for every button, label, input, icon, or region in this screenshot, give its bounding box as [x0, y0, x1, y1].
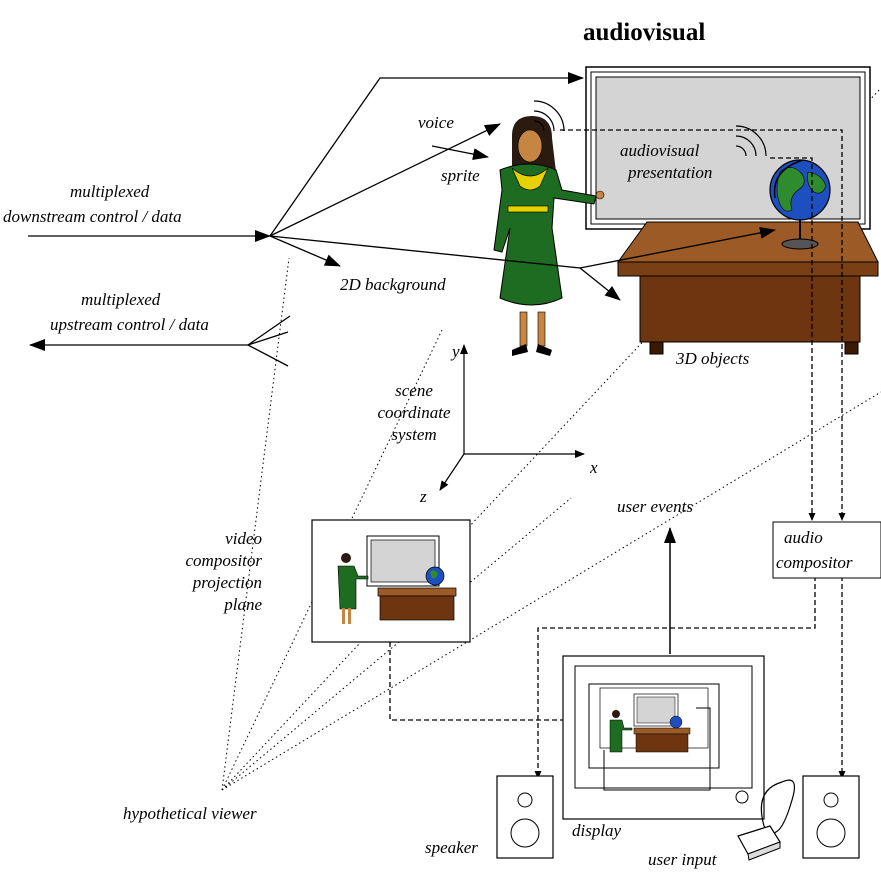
upstream-arrows [29, 315, 291, 367]
label-audio-compositor: compositor [776, 553, 853, 572]
speaker-left [496, 775, 554, 859]
label-upstream: upstream control / data [50, 315, 209, 334]
label-coordinate: coordinate [377, 403, 450, 422]
label-multiplexed-down: multiplexed [70, 182, 150, 201]
label-display: display [572, 821, 622, 840]
audio-dashed-lines [389, 129, 846, 779]
label-axis-x: x [589, 458, 598, 477]
label-axis-z: z [419, 487, 427, 506]
display-power-button[interactable] [735, 790, 749, 804]
scene-coordinate-axes [439, 344, 585, 491]
label-compositor: compositor [186, 551, 263, 570]
presenter-sprite [493, 116, 605, 356]
label-multiplexed-up: multiplexed [81, 290, 161, 309]
label-user-input: user input [648, 850, 718, 869]
label-audio: audio [784, 528, 823, 547]
desk-3d-object [617, 221, 879, 355]
label-video: video [225, 529, 262, 548]
label-downstream: downstream control / data [3, 207, 182, 226]
label-system: system [391, 425, 436, 444]
speaker-right [802, 775, 860, 859]
video-compositor-plane [311, 519, 471, 643]
label-presentation: presentation [627, 163, 712, 182]
downstream-arrows [28, 72, 776, 301]
label-plane: plane [223, 595, 262, 614]
label-voice: voice [418, 113, 454, 132]
voice-sound-waves [533, 100, 565, 132]
label-audiovisual: audiovisual [620, 141, 700, 160]
label-3d-objects: 3D objects [675, 349, 750, 368]
user-input-device[interactable] [737, 779, 795, 861]
label-sprite: sprite [441, 166, 480, 185]
label-projection: projection [192, 573, 262, 592]
audio-compositor-box [772, 521, 881, 579]
label-axis-y: y [450, 342, 460, 361]
label-2d-background: 2D background [340, 275, 446, 294]
diagram-labels: voice sprite multiplexed downstream cont… [3, 113, 853, 869]
display-monitor[interactable] [562, 655, 765, 820]
diagram-title: audiovisual [583, 19, 705, 46]
globe-3d-object [769, 159, 831, 250]
label-scene: scene [395, 381, 433, 400]
label-hypothetical-viewer: hypothetical viewer [123, 804, 257, 823]
label-user-events: user events [617, 497, 693, 516]
presentation-sound-waves [735, 125, 767, 157]
label-speaker: speaker [425, 838, 478, 857]
